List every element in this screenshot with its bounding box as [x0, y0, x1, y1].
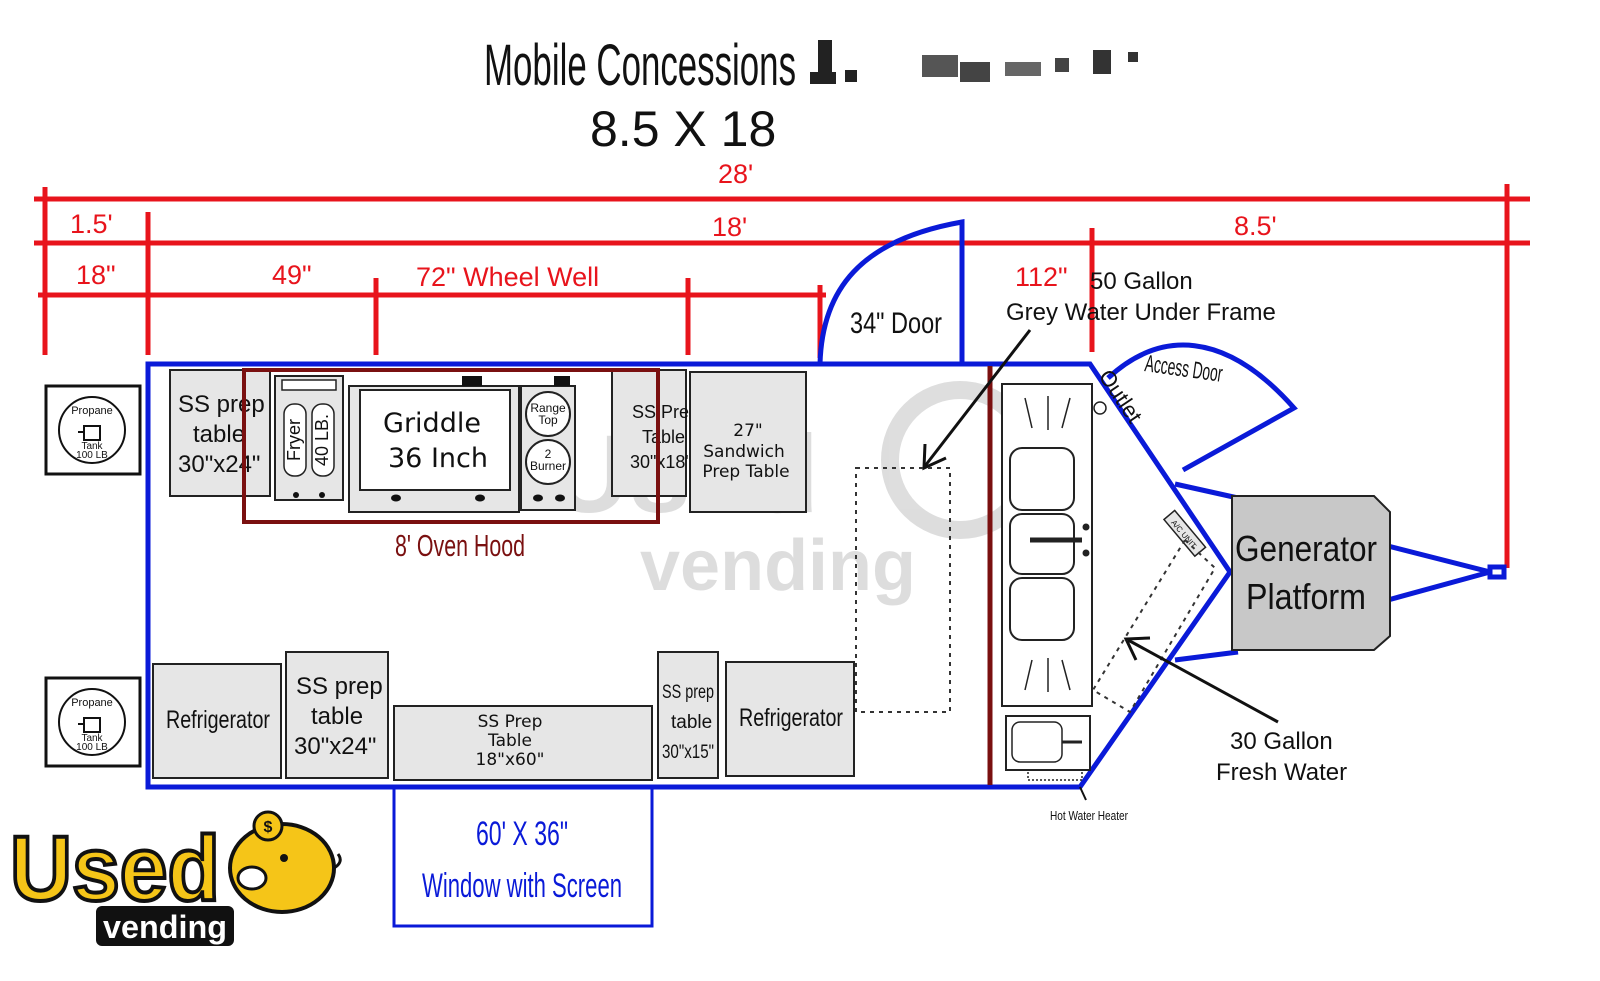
ac-unit: A/C UNIT: [1162, 509, 1207, 558]
dim-overall: 28': [718, 159, 753, 189]
sandwich-prep-table: 27" Sandwich Prep Table: [689, 371, 807, 513]
coin-icon: [252, 810, 284, 842]
hand-sink: [1005, 715, 1091, 771]
svg-text:Generator: Generator: [1235, 528, 1377, 569]
ss-prep-table-top-left: SS prep table 30"x24": [169, 369, 271, 497]
svg-text:30"x15": 30"x15": [662, 742, 714, 763]
dimension-lines: [34, 184, 1530, 568]
svg-text:Range: Range: [530, 401, 566, 415]
svg-text:table: table: [671, 712, 712, 733]
dim-tongue-offset: 1.5': [70, 209, 113, 239]
svg-text:Platform: Platform: [1246, 576, 1366, 617]
access-door-label: Access Door: [1143, 350, 1224, 388]
valve-icon: [78, 425, 101, 441]
dim-rear-section: 112": [1015, 262, 1068, 292]
svg-text:SS prep: SS prep: [662, 682, 714, 703]
ss-prep-table-long: SS Prep Table 18"x60": [393, 705, 653, 781]
svg-text:30"x18": 30"x18": [630, 452, 692, 472]
outlet-label: Outlet: [1094, 365, 1148, 428]
svg-text:30"x24": 30"x24": [294, 733, 376, 760]
oven-hood: [242, 368, 660, 524]
dim-first-section: 49": [272, 260, 312, 290]
propane-bottom-line3: 100 LB: [76, 742, 108, 753]
grey-water-line2: Grey Water Under Frame: [1006, 299, 1276, 326]
fresh-water-tank: [1091, 538, 1217, 714]
svg-text:Refrigerator: Refrigerator: [739, 704, 843, 732]
service-window: 60' X 36" Window with Screen: [392, 787, 654, 928]
svg-text:Top: Top: [538, 413, 558, 427]
svg-text:18"x60": 18"x60": [476, 750, 545, 770]
grey-water-arrow: [922, 329, 1032, 471]
dim-front-inches: 18": [76, 260, 116, 290]
fresh-water-line1: 30 Gallon: [1230, 728, 1333, 755]
svg-text:table: table: [311, 703, 363, 730]
logo-sub: vending: [103, 909, 227, 945]
valve-icon: [78, 717, 101, 733]
propane-tank-bottom: Propane Tank 100 LB: [44, 676, 142, 768]
watermark-sub: vending: [640, 526, 916, 606]
redacted-text: [810, 40, 1138, 84]
hot-water-heater-icon: [1027, 769, 1083, 781]
fresh-water-arrow: [1123, 636, 1279, 724]
propane-top-line3: 100 LB: [76, 450, 108, 461]
hot-water-heater-label: Hot Water Heater: [1050, 808, 1129, 823]
trailer-outline: [145, 219, 1507, 790]
svg-text:Refrigerator: Refrigerator: [166, 706, 270, 734]
svg-text:Table: Table: [487, 731, 532, 751]
svg-text:SS Prep: SS Prep: [478, 712, 543, 732]
range-top: Range Top 2 Burner: [520, 376, 576, 511]
window-size: 60' X 36": [476, 815, 568, 853]
refrigerator-left: Refrigerator: [152, 663, 282, 779]
svg-text:36 Inch: 36 Inch: [388, 443, 488, 474]
fryer-capacity: 40 LB.: [312, 414, 332, 466]
griddle: Griddle 36 Inch: [348, 376, 520, 513]
fryer: Fryer 40 LB.: [274, 375, 344, 501]
dimension-labels: 28' 1.5' 18' 8.5' 18" 49" 72" Wheel Well…: [70, 159, 1277, 292]
ss-prep-table-bottom-left: SS prep table 30"x24": [285, 651, 389, 779]
svg-text:Burner: Burner: [530, 459, 566, 473]
dim-tongue-length: 8.5': [1234, 211, 1277, 241]
outlet-icon: [1093, 401, 1107, 415]
svg-text:table: table: [193, 421, 245, 448]
three-compartment-sink: [1001, 383, 1093, 707]
page-subtitle: 8.5 X 18: [590, 101, 776, 157]
oven-hood-label: 8' Oven Hood: [395, 528, 525, 563]
title-block: Mobile Concessions 8.5 X 18: [484, 33, 1138, 157]
grey-water-line1: 50 Gallon: [1090, 268, 1193, 295]
svg-text:27": 27": [733, 421, 762, 441]
generator-platform: Generator Platform: [1231, 495, 1391, 651]
dim-wheel-well: 72" Wheel Well: [416, 262, 599, 292]
propane-top-line2: Tank: [81, 441, 103, 452]
propane-tank-top: Propane Tank 100 LB: [44, 384, 142, 476]
window-caption: Window with Screen: [422, 867, 622, 905]
svg-text:Table: Table: [642, 427, 685, 447]
svg-text:Prep Table: Prep Table: [702, 462, 789, 482]
svg-text:SS prep: SS prep: [178, 391, 265, 418]
used-vending-logo: Used $ vending: [8, 810, 342, 946]
propane-top-line1: Propane: [71, 405, 113, 417]
fresh-water-line2: Fresh Water: [1216, 759, 1347, 786]
ss-prep-table-bottom-small: SS prep table 30"x15": [657, 651, 719, 779]
svg-text:Sandwich: Sandwich: [703, 442, 785, 462]
svg-text:30"x24": 30"x24": [178, 451, 260, 478]
svg-text:Griddle: Griddle: [383, 408, 481, 439]
door-label: 34" Door: [850, 307, 942, 340]
page-title: Mobile Concessions: [484, 33, 796, 98]
svg-text:$: $: [264, 819, 273, 836]
propane-bottom-line1: Propane: [71, 697, 113, 709]
dim-box-length: 18': [712, 212, 747, 242]
refrigerator-right: Refrigerator: [725, 661, 855, 777]
svg-text:2: 2: [545, 447, 552, 461]
svg-text:SS Prep: SS Prep: [632, 402, 699, 422]
ss-prep-table-top-right: SS Prep Table 30"x18": [611, 369, 699, 497]
svg-text:SS prep: SS prep: [296, 673, 383, 700]
fryer-label: Fryer: [284, 419, 304, 461]
propane-bottom-line2: Tank: [81, 733, 103, 744]
logo-word: Used: [10, 818, 220, 920]
